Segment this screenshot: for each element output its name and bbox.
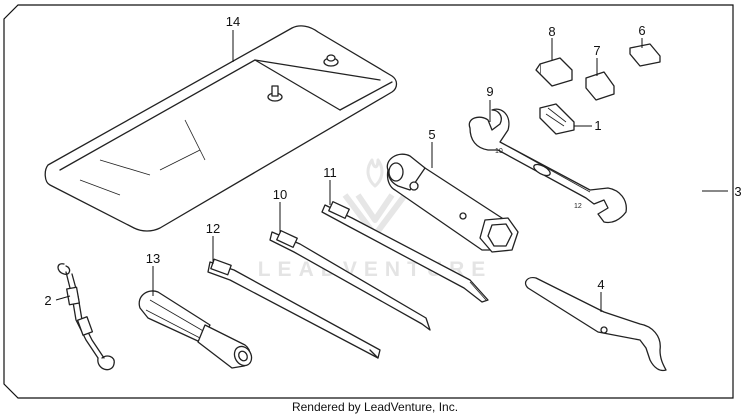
- part-4-hook-spanner: [524, 276, 667, 372]
- wrench-size-mark-21: 12: [574, 203, 582, 210]
- part-1-fuse: [539, 103, 575, 135]
- callout-13: 13: [146, 251, 160, 266]
- callout-1: 1: [594, 118, 601, 133]
- callout-10: 10: [273, 187, 287, 202]
- part-2-strap: [57, 263, 115, 371]
- callout-3: 3: [734, 184, 741, 199]
- callout-14: 14: [226, 14, 240, 29]
- part-13-screwdriver-handle: [138, 290, 253, 369]
- callout-11: 11: [323, 165, 337, 180]
- part-11-phillips-shaft: [321, 201, 489, 303]
- part-14-tool-bag: [44, 25, 398, 232]
- part-9-open-wrench: 10 12: [468, 108, 627, 224]
- callout-9: 9: [486, 84, 493, 99]
- callout-7: 7: [593, 43, 600, 58]
- callout-5: 5: [428, 127, 435, 142]
- leader-lines: [55, 30, 728, 312]
- callout-2: 2: [44, 293, 51, 308]
- part-7-fuse: [585, 71, 615, 101]
- callout-6: 6: [638, 23, 645, 38]
- part-8-fuse: [535, 57, 573, 87]
- diagram-frame: [3, 4, 734, 399]
- render-credit: Rendered by LeadVenture, Inc.: [291, 400, 459, 414]
- part-5-plug-wrench: [386, 153, 519, 253]
- callout-8: 8: [548, 24, 555, 39]
- wrench-size-mark-12: 10: [495, 148, 503, 155]
- callout-12: 12: [206, 221, 220, 236]
- part-12-screwdriver-shaft: [207, 258, 381, 359]
- part-10-screwdriver-shaft: [269, 230, 431, 331]
- part-6-fuse: [629, 43, 661, 67]
- callout-4: 4: [597, 277, 604, 292]
